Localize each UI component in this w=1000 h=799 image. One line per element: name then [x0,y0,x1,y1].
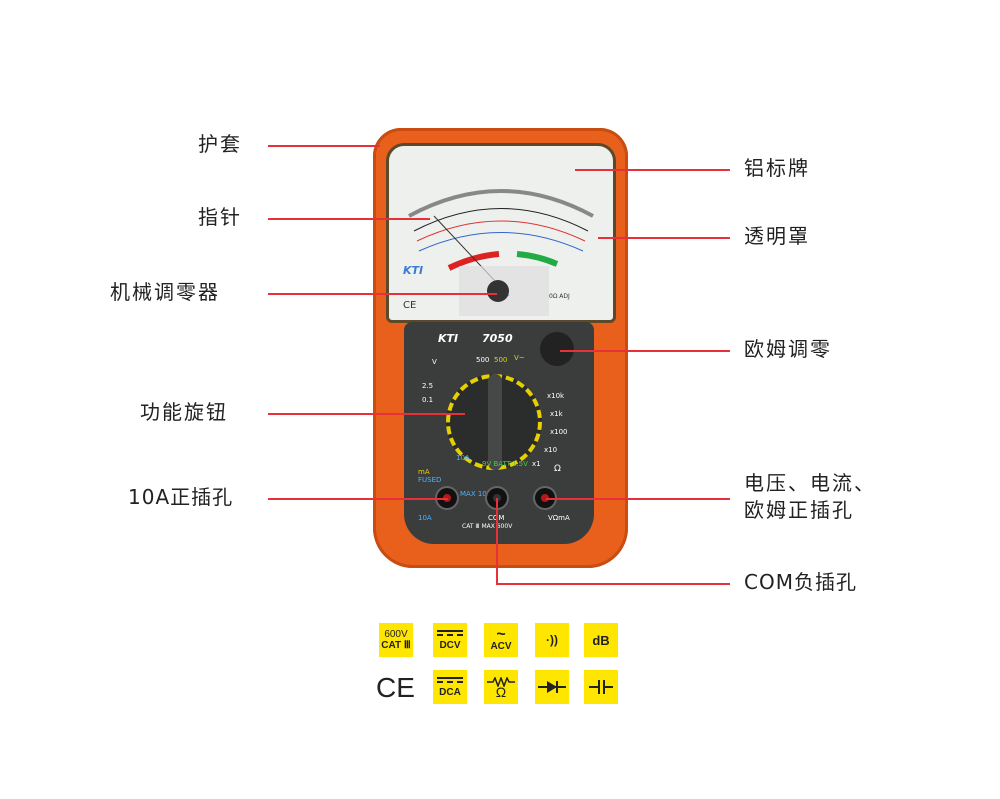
ma-label: mA [418,468,430,476]
ohm-icon: Ω [484,670,518,704]
meter-scale: KTI CE 0Ω ADJ [403,189,594,316]
leader-line [268,293,497,295]
svg-text:0Ω ADJ: 0Ω ADJ [549,293,570,300]
label-mechanical-zero: 机械调零器 [110,280,220,304]
front-panel: KTI 7050 V 500 500 V~ x10k x1k x100 x10 … [404,322,594,544]
dcv-icon: DCV [433,623,467,657]
leader-line [546,498,730,500]
leader-line [575,169,730,171]
db-icon: dB [584,623,618,657]
function-knob[interactable] [446,374,542,470]
leader-line [268,218,430,220]
label-aluminum-plate: 铝标牌 [744,156,810,180]
fused-label: FUSED [418,476,442,484]
jack-v-center [541,494,549,502]
leader-line [268,413,465,415]
label-ohm-zero: 欧姆调零 [744,337,832,361]
buzzer-icon: ·)) [535,623,569,657]
leader-line [496,498,498,584]
diode-icon [535,670,569,704]
ce-mark-icon: CE [376,672,415,703]
capacitor-icon [584,670,618,704]
leader-line [598,237,730,239]
label-function-knob: 功能旋钮 [140,400,228,424]
dial-label: V [432,358,437,366]
dial-label: 500 [494,356,508,364]
model-number: 7050 [482,332,513,345]
label-protective-case: 护套 [198,132,242,156]
brand-logo: KTI [438,332,459,345]
dial-label: 9V BATT [482,460,511,468]
label-transparent-cover: 透明罩 [744,224,810,248]
label-v-ma-ohm-jack-1: 电压、电流、 [744,471,876,495]
dial-label: 2.5 [422,382,434,390]
ohm-label: Ω [554,464,561,474]
leader-line [268,498,448,500]
max-10a-label: MAX 10A [460,490,492,498]
svg-text:CE: CE [403,300,416,311]
label-pointer: 指针 [198,205,242,229]
leader-line [560,350,730,352]
acv-icon: ~ACV [484,623,518,657]
dca-icon: DCA [433,670,467,704]
kti-logo-small: KTI [403,264,423,277]
dial-label: x100 [550,428,568,436]
dial-label: V~ [514,354,525,362]
leader-line [496,583,730,585]
vohm-label: VΩmA [548,514,570,522]
label-jack-10a: 10A正插孔 [128,485,234,509]
jack-10a-label: 10A [418,514,432,522]
cat-label: CAT Ⅲ MAX 600V [462,523,513,530]
dial-label: 500 [476,356,490,364]
dial-label: 0.1 [422,396,434,404]
dial-label: x1k [550,410,563,418]
dial-label: 1.5V [512,460,528,468]
ohm-adjust-knob[interactable] [540,332,574,366]
dial-label: x10 [544,446,558,454]
dial-label: x1 [532,460,541,468]
leader-line [268,145,380,147]
label-v-ma-ohm-jack-2: 欧姆正插孔 [744,498,854,522]
dial-label: x10k [547,392,565,400]
label-com-jack: COM负插孔 [744,570,857,594]
mechanical-zero-screw[interactable] [487,280,509,302]
dial-label: 10A [456,454,470,462]
